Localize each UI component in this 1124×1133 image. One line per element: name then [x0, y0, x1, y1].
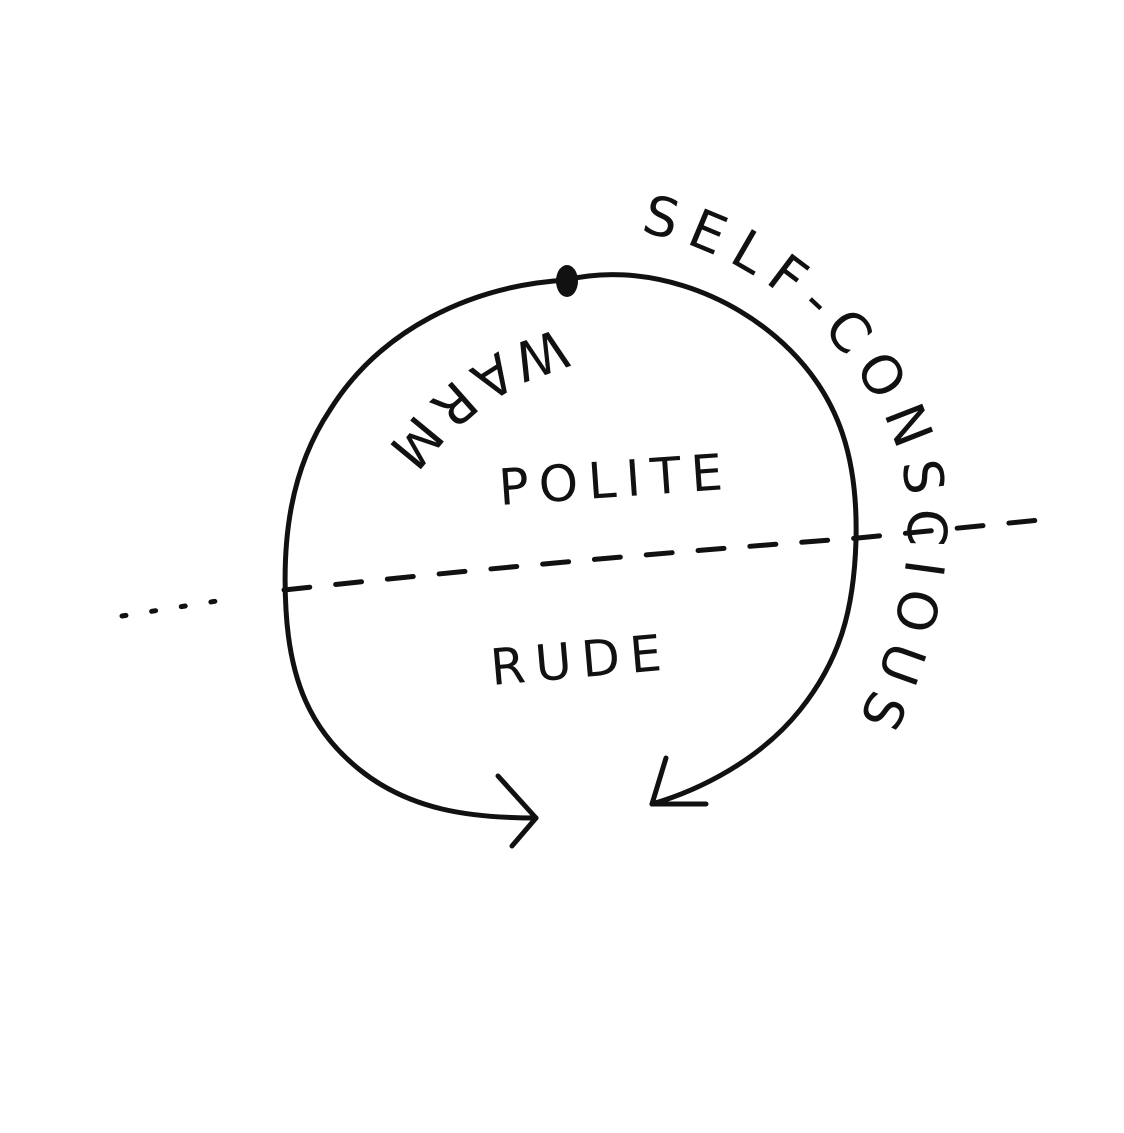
left-arc-warm [282, 277, 569, 821]
start-dot [556, 265, 578, 297]
divider-line-dotted [119, 595, 239, 619]
right-arc-self-conscious [563, 272, 859, 807]
right-arrowhead [649, 755, 709, 807]
left-arrowhead [495, 773, 539, 849]
